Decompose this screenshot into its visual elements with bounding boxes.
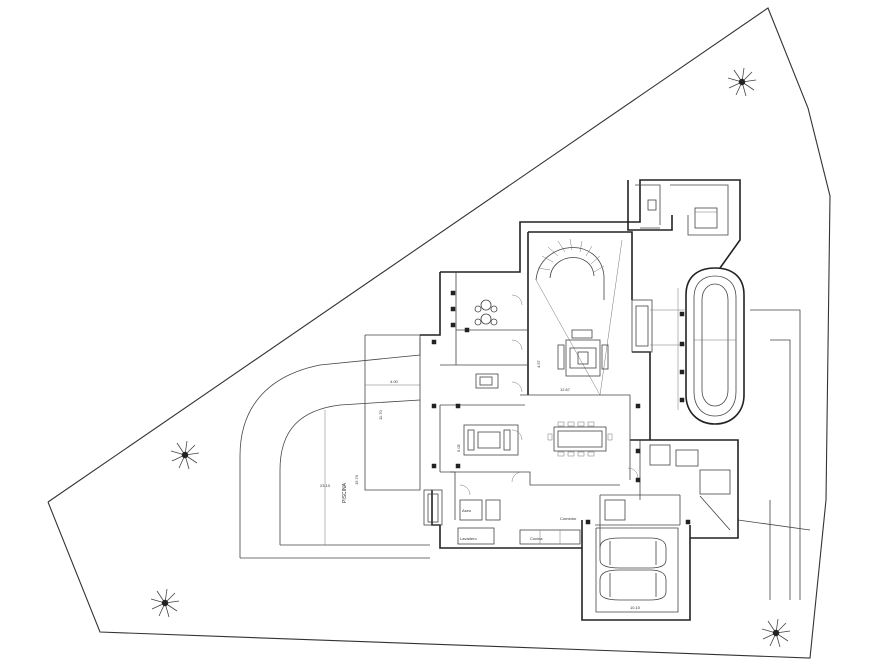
dim-garage-width: 10.10 — [630, 605, 641, 610]
dim-left-span: 23.10 — [320, 483, 331, 488]
columns — [431, 290, 691, 525]
pool-label: PISCINA — [342, 482, 348, 503]
cooking-label: Cocina — [530, 536, 543, 541]
garage: 10.10 — [595, 527, 679, 613]
dim-porch-depth: 4.00 — [390, 379, 399, 384]
laundry-label: Lavadero — [460, 536, 477, 541]
dining-table: Comedor — [547, 421, 613, 521]
terrace-area: PISCINA 4.00 11.70 15.70 23.10 — [239, 334, 430, 559]
bath-label: Aseo — [462, 508, 472, 513]
living-room: 4.57 12.67 — [536, 329, 609, 392]
service-area: Aseo Cocina Lavadero — [423, 444, 731, 545]
palm-tree-icon — [761, 618, 791, 648]
dining-room-label: Comedor — [560, 516, 577, 521]
lot-boundary — [47, 7, 831, 659]
gallery — [631, 299, 686, 353]
palm-tree-icon — [150, 588, 180, 618]
sitting-areas: 5.05 — [456, 299, 519, 456]
palm-tree-icon — [170, 440, 200, 470]
dim-left-wall: 5.05 — [456, 443, 461, 452]
doors — [459, 294, 639, 496]
bedroom-wing — [627, 180, 729, 236]
swimming-pool — [677, 267, 745, 425]
dim-lot-side: 15.70 — [354, 474, 359, 485]
staircase — [535, 238, 623, 396]
house-walls — [420, 179, 741, 621]
dim-living-height: 4.57 — [536, 359, 541, 368]
dim-terrace-long: 11.70 — [378, 410, 383, 420]
right-lot-lines — [737, 309, 811, 600]
palm-tree-icon — [727, 67, 757, 97]
dim-pool-lane: 12.67 — [560, 387, 571, 392]
